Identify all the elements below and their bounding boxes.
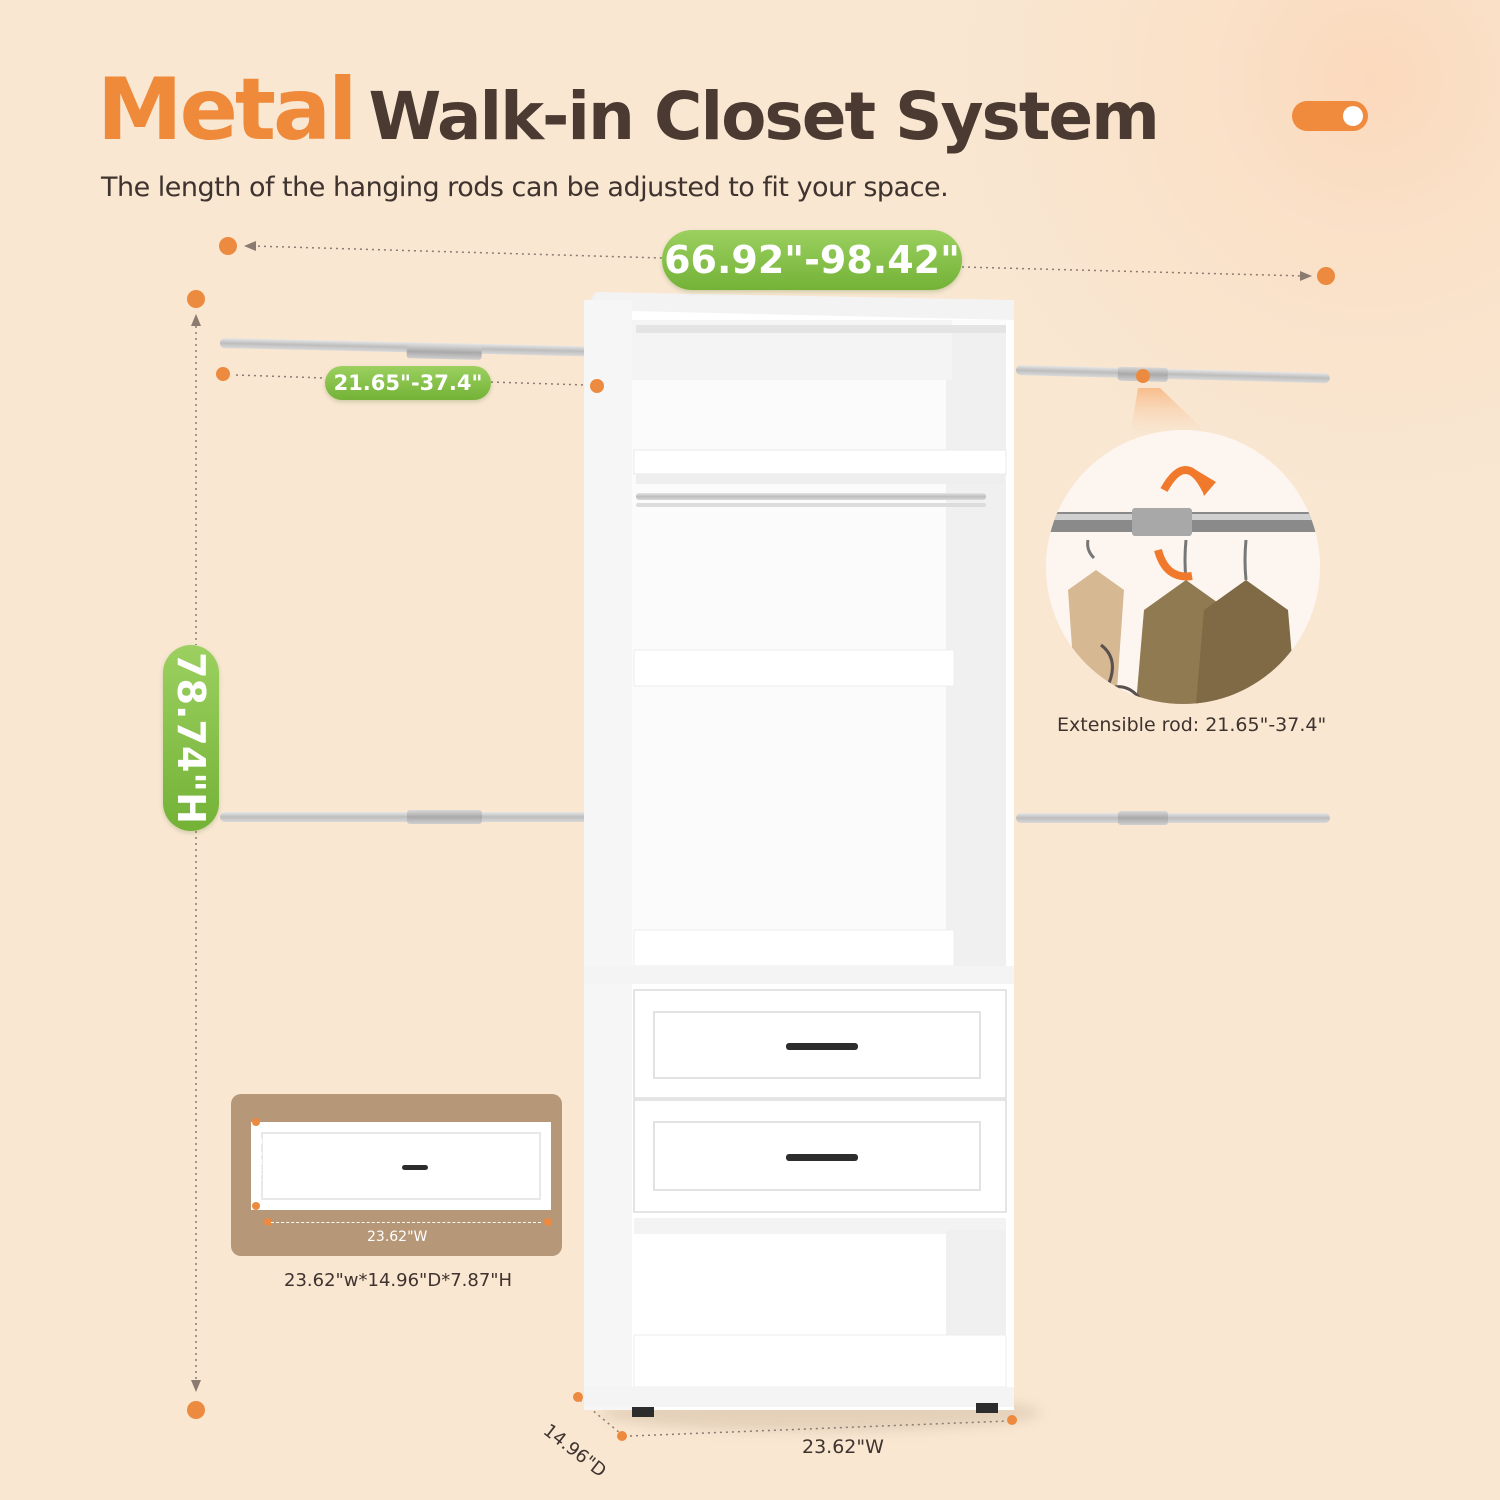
title-main: Walk-in Closet System [368, 78, 1160, 155]
height-badge: 78.74"H [163, 645, 219, 831]
base-width-end-dot [1007, 1415, 1017, 1425]
rod-detail-caption: Extensible rod: 21.65"-37.4" [1057, 714, 1327, 736]
rod-dimension-line [235, 374, 586, 386]
base-dimension-lines [579, 1399, 1009, 1437]
height-badge-label: 78.74"H [169, 652, 213, 824]
subtitle: The length of the hanging rods can be ad… [101, 172, 949, 203]
rod-upper-left [219, 338, 605, 360]
drawer-upper [633, 989, 1007, 1099]
width-start-dot [219, 237, 237, 255]
toggle-switch-icon [1292, 101, 1368, 131]
drawer-size-caption: 23.62"w*14.96"D*7.87"H [284, 1270, 513, 1291]
rod-length-badge: 21.65"-37.4" [325, 366, 491, 400]
title-accent: Metal [97, 60, 358, 160]
rod-lower-right [1016, 811, 1330, 825]
height-bottom-dot [187, 1401, 205, 1419]
depth-end-dot [617, 1431, 627, 1441]
drawer-detail-front [251, 1122, 551, 1210]
drawer-width-line [271, 1222, 541, 1223]
toggle-knob [1343, 106, 1363, 126]
zoom-beam [1130, 388, 1210, 436]
dimension-arrowheads [191, 241, 1312, 1392]
drawer-width-label: 23.62"W [367, 1229, 428, 1245]
drawer-height-top-dot [252, 1118, 260, 1126]
rod-start-dot [216, 367, 230, 381]
rod-lower-left [220, 810, 604, 824]
closet-tower [584, 292, 1014, 1417]
drawer-height-bottom-dot [252, 1202, 260, 1210]
rotate-arrow-icon [1196, 470, 1216, 496]
rod-end-dot [590, 379, 604, 393]
rod-detail-zoom [1046, 430, 1320, 704]
unit-width-label: 23.62"W [802, 1436, 884, 1458]
rod-sleeve-dot [1136, 369, 1150, 383]
drawer-detail-card: 7.87"H 23.62"W [231, 1094, 562, 1256]
drawer-width-start-dot [264, 1218, 272, 1226]
width-dimension-line [251, 245, 1306, 277]
overall-width-badge: 66.92"-98.42" [662, 230, 962, 290]
depth-start-dot [573, 1392, 583, 1402]
rod-upper-right [1015, 365, 1330, 384]
drawer-detail-panel [261, 1132, 541, 1200]
width-end-dot [1317, 267, 1335, 285]
drawer-lower [633, 1099, 1007, 1213]
drawer-width-end-dot [544, 1218, 552, 1226]
height-top-dot [187, 290, 205, 308]
drawer-handle-icon [402, 1165, 428, 1170]
rod-detail-illustration [1046, 466, 1320, 704]
drawer-height-label: 7.87"H [247, 1137, 263, 1182]
